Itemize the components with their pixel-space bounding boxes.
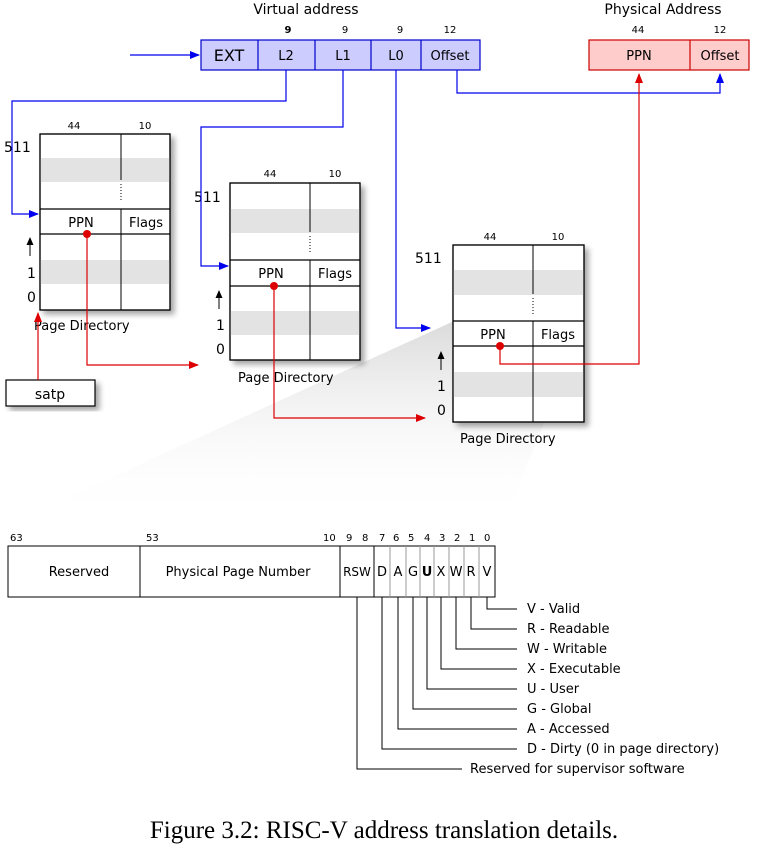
pte-a-cell: A xyxy=(394,565,403,580)
pte-bit-5: 5 xyxy=(408,533,414,544)
pte-ppn-field: Physical Page Number xyxy=(166,565,311,580)
page-directory-3: 44 10 PPN Flags 511 1 0 Page Directory xyxy=(415,232,585,447)
pte-bit-63: 63 xyxy=(10,533,23,544)
pa-width-offset: 12 xyxy=(714,25,727,36)
legend-global: G - Global xyxy=(527,702,592,717)
pd1-ppn-arrow xyxy=(86,234,199,369)
pte-bit-1: 1 xyxy=(469,533,475,544)
pte-v-cell: V xyxy=(483,565,492,580)
pd2-width-ppn: 44 xyxy=(264,169,277,180)
va-field-ext: EXT xyxy=(214,46,245,65)
pte-x-cell: X xyxy=(437,565,446,580)
va-field-l1: L1 xyxy=(335,49,351,64)
va-field-offset: Offset xyxy=(430,49,469,64)
va-width-l1: 9 xyxy=(342,25,348,36)
virtual-address: Virtual address 9 9 9 12 EXT L2 L1 L0 Of… xyxy=(130,2,481,71)
pd3-ppn-dot xyxy=(496,342,504,350)
pd2-row-1: 1 xyxy=(216,318,225,334)
legend-accessed: A - Accessed xyxy=(527,722,610,737)
pd2-ppn-dot xyxy=(270,282,278,290)
pd3-row-511: 511 xyxy=(415,251,442,267)
pte-bit-3: 3 xyxy=(439,533,445,544)
pte-bit-2: 2 xyxy=(454,533,460,544)
va-width-l2: 9 xyxy=(285,25,292,36)
l0-index-arrow xyxy=(395,70,431,332)
pd3-row-0: 0 xyxy=(437,403,446,419)
va-field-l2: L2 xyxy=(278,49,294,64)
page-directory-1: 44 10 PPN Flags 511 1 0 Page Directory xyxy=(4,121,171,334)
pte-bit-6: 6 xyxy=(393,533,399,544)
satp-register: satp xyxy=(5,379,96,407)
pa-width-ppn: 44 xyxy=(632,25,645,36)
figure-caption: Figure 3.2: RISC-V address translation d… xyxy=(150,817,618,844)
pd1-title: Page Directory xyxy=(34,319,130,334)
va-width-offset: 12 xyxy=(444,25,457,36)
pd3-width-ppn: 44 xyxy=(484,232,497,243)
legend-user: U - User xyxy=(527,682,580,697)
pd1-flags-label: Flags xyxy=(129,216,163,231)
pd2-title: Page Directory xyxy=(238,371,334,386)
pte-r-cell: R xyxy=(466,565,475,580)
pd1-width-flags: 10 xyxy=(139,121,152,132)
pte-u-cell: U xyxy=(422,565,433,580)
pa-box xyxy=(588,39,750,71)
pte-bit-0: 0 xyxy=(484,533,490,544)
pte-layout: 63 53 10 9 8 7 6 5 4 3 2 1 0 Reserved Ph… xyxy=(7,533,719,777)
legend-rsw: Reserved for supervisor software xyxy=(470,762,685,777)
pte-bit-7: 7 xyxy=(379,533,385,544)
physical-address-title: Physical Address xyxy=(604,2,721,18)
pte-bit-10: 10 xyxy=(323,533,336,544)
pd2-row-0: 0 xyxy=(216,342,225,358)
virtual-address-title: Virtual address xyxy=(253,2,358,18)
pd3-title: Page Directory xyxy=(460,432,556,447)
pte-g-cell: G xyxy=(408,565,418,580)
l2-index-arrow xyxy=(11,70,287,218)
pte-rsw-cell: RSW xyxy=(343,565,371,579)
legend-dirty: D - Dirty (0 in page directory) xyxy=(527,742,719,757)
legend-executable: X - Executable xyxy=(527,662,621,677)
page-directory-2: 44 10 PPN Flags 511 1 0 Page Directory xyxy=(194,169,361,386)
legend-readable: R - Readable xyxy=(527,622,609,637)
zoom-wedge xyxy=(18,322,585,520)
pte-reserved-field: Reserved xyxy=(49,565,110,580)
legend-writable: W - Writable xyxy=(527,642,607,657)
pd1-width-ppn: 44 xyxy=(68,121,81,132)
pd3-row-1: 1 xyxy=(437,379,446,395)
va-width-l0: 9 xyxy=(397,25,403,36)
pd1-row-511: 511 xyxy=(4,140,31,156)
legend-valid: V - Valid xyxy=(527,602,580,617)
pd2-ppn-label: PPN xyxy=(258,267,283,282)
pd3-ppn-arrow xyxy=(499,73,643,365)
pte-bit-53: 53 xyxy=(146,533,159,544)
pd2-row-511: 511 xyxy=(194,190,221,206)
pd1-ppn-label: PPN xyxy=(68,216,93,231)
physical-address: Physical Address 44 12 PPN Offset xyxy=(588,2,750,71)
pa-field-ppn: PPN xyxy=(626,49,651,64)
pte-bit-9: 9 xyxy=(346,533,352,544)
pte-bit-8: 8 xyxy=(362,533,368,544)
pd3-width-flags: 10 xyxy=(552,232,565,243)
pd1-ppn-dot xyxy=(83,230,91,238)
pa-field-offset: Offset xyxy=(700,49,739,64)
pd3-ppn-label: PPN xyxy=(480,328,505,343)
va-field-l0: L0 xyxy=(388,49,404,64)
pd1-row-1: 1 xyxy=(27,266,36,282)
pte-w-cell: W xyxy=(450,565,463,580)
pd2-width-flags: 10 xyxy=(329,169,342,180)
pd2-flags-label: Flags xyxy=(318,267,352,282)
pte-d-cell: D xyxy=(377,565,387,580)
pd1-row-0: 0 xyxy=(27,290,36,306)
pd2-ppn-arrow xyxy=(273,286,426,422)
offset-arrow xyxy=(456,70,724,94)
l1-index-arrow xyxy=(200,70,344,270)
pd3-flags-label: Flags xyxy=(541,328,575,343)
satp-label: satp xyxy=(35,387,65,403)
va-box xyxy=(200,39,481,71)
pte-bit-4: 4 xyxy=(424,533,430,544)
